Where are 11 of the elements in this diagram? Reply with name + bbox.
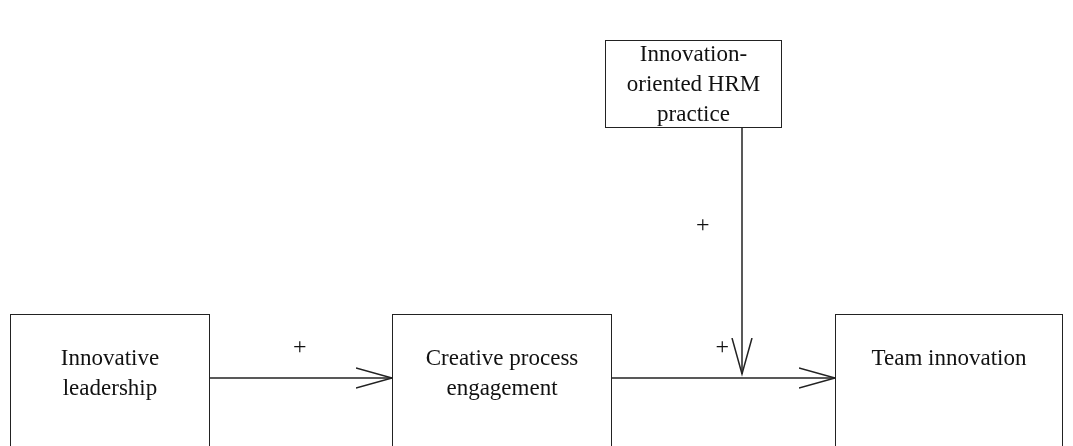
arrow: [731, 127, 753, 375]
box-label: Innovation-oriented HRM practice: [625, 40, 762, 128]
concept-box: [392, 314, 612, 446]
concept-box: [10, 314, 210, 446]
box-label: Innovative leadership: [59, 344, 161, 402]
arrow: [611, 367, 836, 389]
concept-box: [835, 314, 1063, 446]
concept-box: [605, 40, 782, 128]
box-label: Creative process engagement: [424, 344, 580, 402]
box-label: Team innovation: [871, 344, 1027, 372]
arrow: [209, 367, 393, 389]
